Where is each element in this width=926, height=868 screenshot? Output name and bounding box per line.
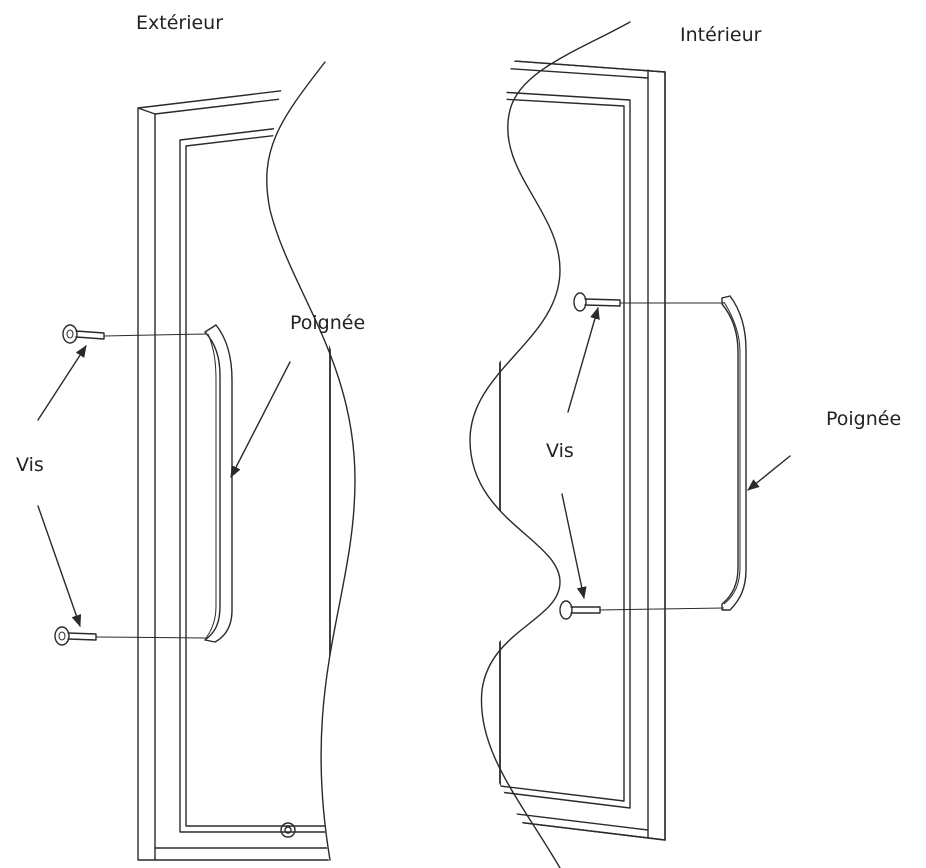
interior-screw-bottom <box>559 600 725 620</box>
exterior-screws-label: Vis <box>16 454 44 476</box>
exterior-handle-label: Poignée <box>290 312 366 334</box>
interior-screw-arrow-top <box>567 307 600 413</box>
interior-door <box>499 59 666 841</box>
interior-screw-arrow-bottom <box>561 493 587 599</box>
interior-handle <box>721 295 747 611</box>
interior-screws-label: Vis <box>546 440 574 462</box>
exterior-screw-arrow-bottom <box>37 505 82 627</box>
exterior-screw-arrow-top <box>37 345 87 421</box>
exterior-cut-edge <box>266 61 356 861</box>
interior-handle-arrow <box>747 455 791 491</box>
interior-screw-top <box>573 292 724 312</box>
interior-title: Intérieur <box>680 24 762 46</box>
exterior-title: Extérieur <box>136 12 224 34</box>
interior-cut-edge <box>469 21 631 868</box>
exterior-handle-arrow <box>230 361 291 478</box>
exterior-screw-bottom <box>54 626 207 646</box>
exterior-door <box>137 84 341 861</box>
exterior-screw-top <box>62 324 207 344</box>
interior-handle-label: Poignée <box>826 408 902 430</box>
exterior-handle <box>204 324 233 643</box>
